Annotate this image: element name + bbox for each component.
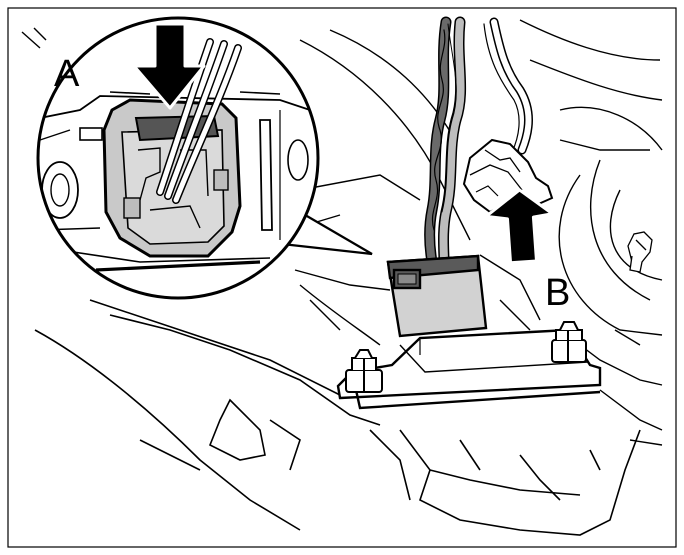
up-arrow-icon: [484, 188, 554, 265]
down-arrow-icon: [132, 22, 206, 110]
hatch-marks: [21, 27, 47, 49]
figure-frame: [7, 7, 677, 548]
push-clip: [627, 231, 653, 273]
wiring-harness: [424, 16, 533, 268]
disconnected-plug: [462, 138, 554, 214]
callout-wires: [156, 38, 242, 204]
magnifier-callout: [36, 16, 373, 300]
label-b: B: [545, 272, 570, 314]
chassis-beam: [34, 299, 641, 536]
label-a: A: [54, 53, 80, 95]
sensor-connector: [386, 254, 488, 338]
mount-nut-right: [551, 321, 587, 363]
mount-nut-left: [345, 349, 383, 393]
